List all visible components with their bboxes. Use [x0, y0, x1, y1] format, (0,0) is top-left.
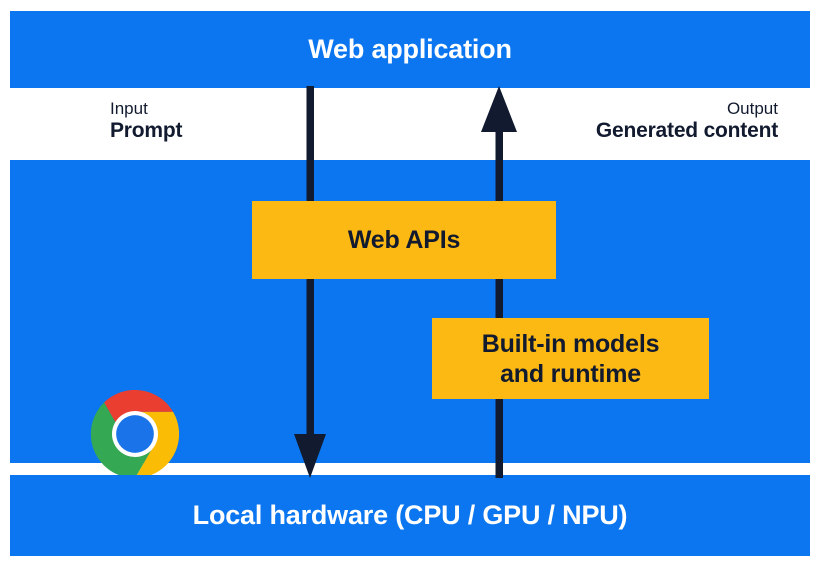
card-web-apis-label: Web APIs: [347, 226, 461, 254]
output-flow-value: Generated content: [595, 119, 778, 143]
input-flow-value: Prompt: [110, 119, 183, 143]
web-application-label: Web application: [308, 34, 512, 64]
output-flow-label: Output Generated content: [596, 99, 778, 144]
chrome-logo-icon: [90, 389, 180, 479]
local-hardware-label: Local hardware (CPU / GPU / NPU): [192, 500, 628, 530]
card-web-apis[interactable]: Web APIs: [252, 201, 556, 279]
layer-web-application: Web application: [10, 11, 810, 88]
layer-local-hardware: Local hardware (CPU / GPU / NPU): [10, 475, 810, 556]
input-flow-kind: Input: [110, 99, 148, 118]
input-flow-label: Input Prompt: [110, 99, 183, 144]
output-flow-kind: Output: [726, 99, 778, 118]
